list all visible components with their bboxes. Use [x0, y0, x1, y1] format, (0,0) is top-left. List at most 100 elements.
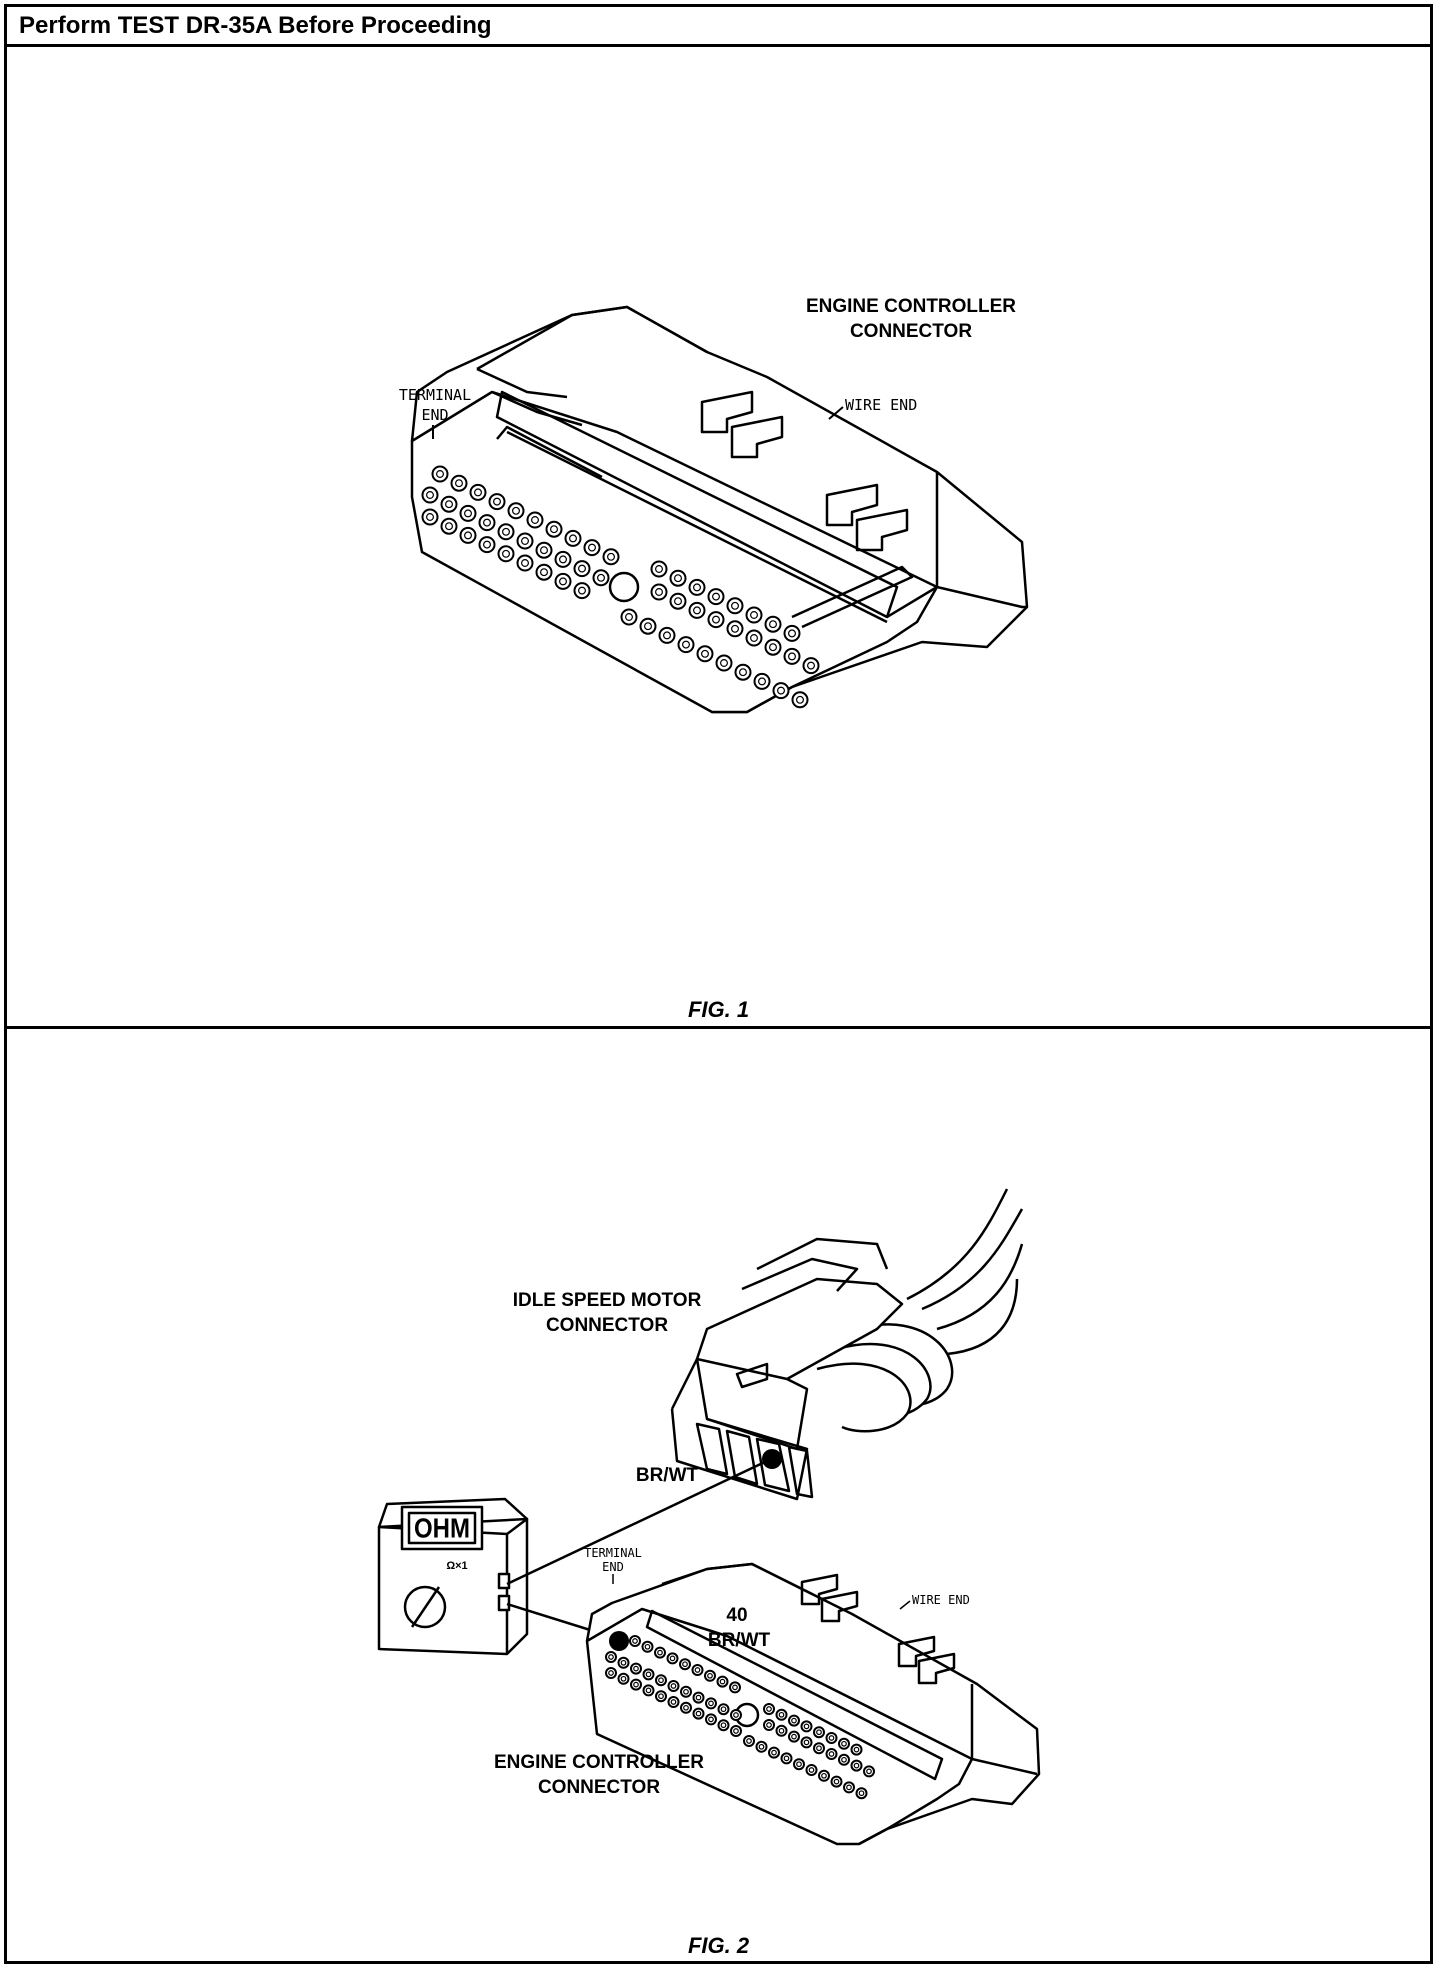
fig1-terminal-pin-mark — [788, 652, 796, 661]
fig1-terminal-pin-mark — [807, 661, 815, 670]
fig2-terminal-pin — [838, 1737, 850, 1750]
fig2-terminal-pin-mark — [695, 1710, 702, 1717]
fig1-terminal-pin-mark — [693, 606, 701, 615]
fig2-terminal-pin — [800, 1736, 813, 1749]
fig2-terminal-pin-mark — [828, 1751, 835, 1757]
fig1-terminal-pin-mark — [701, 649, 709, 658]
fig2-terminal-pin — [850, 1759, 863, 1772]
fig2-terminal-pin — [705, 1697, 717, 1710]
fig2-terminal-pin-mark — [682, 1661, 688, 1668]
fig2-terminal-pin-mark — [632, 1638, 638, 1644]
fig2-terminal-pin-mark — [816, 1729, 822, 1736]
fig2-terminal-pin — [788, 1714, 800, 1727]
fig2-terminal-pin — [642, 1684, 655, 1697]
fig2-terminal-pin-mark — [778, 1727, 785, 1734]
fig1-terminal-pin-mark — [445, 522, 453, 531]
fig1-terminal-pin — [564, 529, 582, 547]
fig2-terminal-pin — [850, 1743, 863, 1756]
fig2-terminal-pin-mark — [695, 1694, 702, 1701]
fig2-terminal-pin-mark — [620, 1659, 627, 1666]
fig1-terminal-pin-mark — [531, 516, 539, 524]
fig1-terminal-pin — [726, 597, 744, 615]
fig1-terminal-pin — [421, 508, 439, 526]
idle-connector-label-line2: CONNECTOR — [546, 1315, 668, 1336]
fig1-terminal-pin-mark — [625, 613, 633, 621]
fig1-terminal-pin-mark — [483, 540, 491, 549]
fig1-terminal-pin — [802, 657, 820, 675]
fig2-terminal-pin-mark — [821, 1772, 827, 1779]
fig1-terminal-pin-mark — [426, 513, 434, 521]
fig2-terminal-pin — [788, 1730, 800, 1743]
fig1-terminal-pin — [459, 504, 477, 522]
ohmmeter-range: Ω×1 — [446, 1560, 467, 1572]
fig2-terminal-pin — [667, 1680, 680, 1692]
fig2-terminal-pin-mark — [803, 1739, 810, 1746]
fig1-connector-label-line1: ENGINE CONTROLLER — [806, 296, 1016, 317]
fig2-terminal-pin-mark — [645, 1687, 652, 1694]
figure-2-drawing: OHM Ω×1 IDLE S — [377, 1188, 1041, 1846]
fig2-terminal-pin-mark — [719, 1678, 726, 1685]
fig2-terminal-pin — [855, 1787, 868, 1800]
fig1-terminal-pin — [715, 654, 733, 672]
fig1-terminal-pin — [783, 624, 801, 642]
fig1-terminal-pin-mark — [559, 577, 567, 586]
fig2-terminal-pin — [641, 1640, 654, 1653]
fig2-terminal-pin — [793, 1758, 805, 1771]
fig1-terminal-pin-mark — [769, 620, 777, 629]
fig1-terminal-pin-mark — [569, 534, 577, 543]
fig2-terminal-pin — [717, 1703, 730, 1716]
fig2-terminal-pin-mark — [853, 1746, 860, 1753]
fig2-terminal-pin — [705, 1713, 717, 1726]
fig1-terminal-pin-mark — [731, 624, 739, 633]
fig2-terminal-pin-mark — [658, 1693, 664, 1700]
fig1-terminal-pin — [764, 615, 782, 633]
fig1-terminal-pin — [573, 582, 591, 600]
fig1-terminal-pin-mark — [464, 509, 472, 518]
fig1-terminal-pin — [745, 629, 763, 647]
idle-connector-brwt-terminal — [762, 1449, 782, 1469]
fig1-terminal-pin — [497, 523, 515, 541]
fig2-terminal-pin — [655, 1674, 667, 1687]
figure-1-drawing: ENGINE CONTROLLER CONNECTOR TERMINAL END… — [399, 296, 1029, 714]
fig1-terminal-pin-mark — [588, 543, 596, 552]
fig2-terminal-pin — [813, 1726, 825, 1739]
fig1-terminal-pin — [497, 545, 515, 563]
fig2-terminal-pin — [805, 1764, 818, 1776]
fig1-terminal-pin — [650, 583, 668, 601]
fig2-terminal-pin — [729, 1681, 741, 1694]
fig1-terminal-pin-mark — [712, 592, 720, 601]
fig2-terminal-pin — [768, 1746, 780, 1759]
fig2-terminal-pin — [642, 1668, 655, 1681]
fig1-terminal-pin — [516, 532, 534, 550]
fig2-terminal-pin — [775, 1724, 788, 1737]
fig1-terminal-pin-mark — [674, 574, 682, 583]
fig2-connector-label-line1: ENGINE CONTROLLER — [494, 1752, 704, 1773]
fig1-terminal-pin-mark — [663, 631, 671, 640]
fig2-terminal-pin-mark — [669, 1655, 676, 1662]
fig2-terminal-pin-mark — [645, 1671, 652, 1678]
fig2-terminal-pin-mark — [633, 1681, 639, 1688]
fig1-terminal-pin — [478, 536, 496, 554]
fig1-terminal-pin — [753, 672, 771, 690]
fig2-terminal-pin — [654, 1646, 666, 1659]
ohmmeter-display: OHM — [414, 1514, 470, 1544]
fig1-terminal-pin — [469, 483, 487, 501]
fig1-wire-end-label: WIRE END — [845, 396, 917, 414]
fig1-terminal-pin — [478, 514, 496, 532]
fig2-terminal-label-line2: END — [602, 1560, 624, 1574]
fig1-terminal-label-line2: END — [421, 406, 448, 424]
fig1-terminal-pin — [764, 638, 782, 656]
fig2-terminal-pin — [755, 1740, 768, 1753]
fig1-terminal-pin — [459, 526, 477, 544]
fig1-terminal-pin-mark — [682, 640, 690, 649]
fig2-terminal-pin-mark — [846, 1784, 852, 1791]
fig1-terminal-pin — [658, 626, 676, 644]
fig2-terminal-pin — [704, 1669, 716, 1682]
fig1-terminal-pin — [583, 539, 601, 557]
fig1-terminal-pin — [772, 682, 790, 700]
fig1-terminal-pin-mark — [436, 470, 444, 478]
fig1-terminal-pin-mark — [464, 531, 472, 540]
fig2-terminal-pin-mark — [841, 1756, 847, 1763]
fig2-terminal-pin — [825, 1748, 838, 1760]
fig2-terminal-pin-mark — [791, 1717, 797, 1724]
